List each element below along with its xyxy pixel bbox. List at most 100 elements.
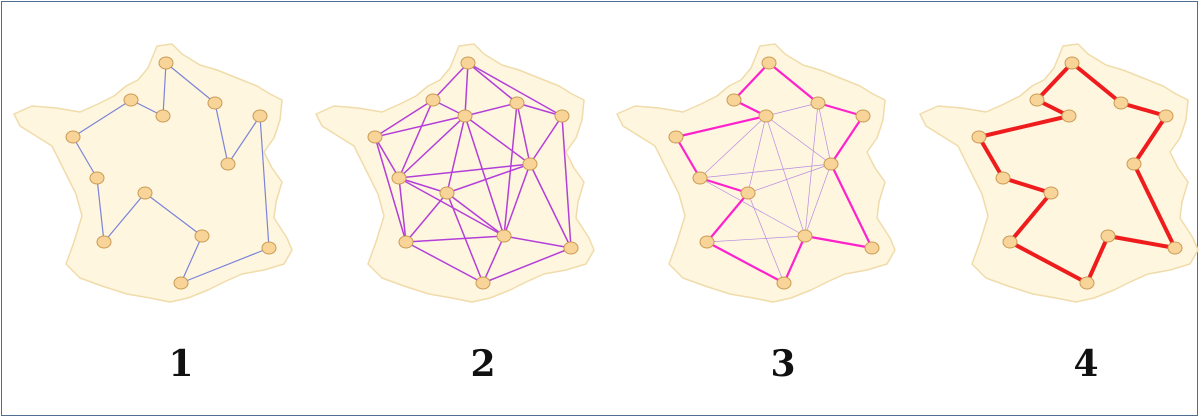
city-node-icon xyxy=(65,130,81,144)
edge-C-K xyxy=(765,115,806,237)
city-node-icon xyxy=(668,130,684,144)
city-node-icon xyxy=(810,96,826,110)
city-node-icon xyxy=(439,186,455,200)
edge-F-C xyxy=(977,114,1071,139)
edge-D-A xyxy=(165,62,216,104)
edge-M-L xyxy=(180,247,270,284)
edge-L-K xyxy=(1106,234,1177,250)
city-node-icon xyxy=(761,56,777,70)
edge-G-L xyxy=(829,162,874,250)
panel-4 xyxy=(919,43,1199,303)
city-node-icon xyxy=(1043,186,1059,200)
edge-H-I xyxy=(398,177,448,194)
panel-label-1: 1 xyxy=(168,343,194,385)
city-node-icon xyxy=(995,171,1011,185)
city-node-icon xyxy=(173,276,189,290)
city-node-icon xyxy=(475,276,491,290)
edge-E-G xyxy=(829,114,865,166)
city-node-icon xyxy=(758,109,774,123)
edge-H-F xyxy=(977,135,1005,180)
city-node-icon xyxy=(261,241,277,255)
france-map-shape xyxy=(616,43,896,303)
city-node-icon xyxy=(740,186,756,200)
edge-A-D xyxy=(767,61,820,105)
edge-K-M xyxy=(180,235,203,284)
city-node-icon xyxy=(1126,157,1142,171)
edge-J-I xyxy=(705,191,750,244)
edge-J-K xyxy=(706,235,806,243)
edge-C-I xyxy=(446,115,466,194)
edge-J-M xyxy=(405,241,484,284)
edge-K-L xyxy=(503,235,572,249)
edge-C-I xyxy=(747,115,767,194)
city-node-icon xyxy=(864,241,880,255)
edge-H-K xyxy=(699,177,806,237)
edge-F-H xyxy=(374,136,400,179)
edge-I-G xyxy=(747,163,832,194)
edge-M-J xyxy=(1008,240,1089,285)
city-node-icon xyxy=(207,96,223,110)
edge-F-C xyxy=(674,114,768,139)
city-node-icon xyxy=(1079,276,1095,290)
city-node-icon xyxy=(398,235,414,249)
edge-I-G xyxy=(446,163,531,194)
edge-D-G xyxy=(516,102,531,165)
edge-E-G xyxy=(529,115,563,165)
city-node-icon xyxy=(457,109,473,123)
edge-K-M xyxy=(482,235,505,284)
city-node-icon xyxy=(460,56,476,70)
city-node-icon xyxy=(220,157,236,171)
city-node-icon xyxy=(158,56,174,70)
city-node-icon xyxy=(1113,96,1129,110)
city-node-icon xyxy=(1064,56,1080,70)
edge-A-B xyxy=(732,61,771,102)
edge-G-K xyxy=(503,163,531,237)
city-node-icon xyxy=(123,93,139,107)
edge-C-D xyxy=(464,102,518,117)
edge-L-E xyxy=(259,115,270,249)
edge-G-K xyxy=(804,163,832,237)
france-map-shape xyxy=(315,43,595,303)
edge-B-A xyxy=(1035,61,1074,102)
city-node-icon xyxy=(563,241,579,255)
panel-label-2: 2 xyxy=(470,343,496,385)
edge-A-D xyxy=(467,62,518,104)
city-node-icon xyxy=(522,157,538,171)
city-node-icon xyxy=(1158,109,1174,123)
panel-3 xyxy=(616,43,896,303)
edge-I-H xyxy=(1001,176,1053,195)
edge-C-G xyxy=(765,115,832,165)
edge-B-F xyxy=(374,99,434,138)
city-node-icon xyxy=(367,130,383,144)
city-node-icon xyxy=(137,186,153,200)
edge-K-M xyxy=(782,234,807,285)
edge-A-B xyxy=(432,62,469,101)
city-node-icon xyxy=(726,93,742,107)
edge-C-D xyxy=(765,102,819,117)
edge-H-J xyxy=(96,177,105,243)
edge-F-J xyxy=(374,136,407,243)
edge-H-F xyxy=(674,135,702,180)
city-node-icon xyxy=(1002,235,1018,249)
edge-D-E xyxy=(816,101,865,118)
edge-E-G xyxy=(1132,114,1168,166)
city-node-icon xyxy=(509,96,525,110)
panel-label-4: 4 xyxy=(1073,343,1099,385)
edge-M-J xyxy=(705,240,786,285)
edge-H-J xyxy=(398,177,407,243)
city-node-icon xyxy=(971,130,987,144)
edge-L-K xyxy=(803,234,874,250)
edge-I-M xyxy=(747,192,785,284)
edge-I-K xyxy=(446,192,505,237)
edge-B-H xyxy=(398,99,434,179)
edge-A-C xyxy=(162,62,167,117)
city-node-icon xyxy=(692,171,708,185)
edge-A-D xyxy=(1070,61,1123,105)
edge-H-G xyxy=(699,163,832,179)
edge-F-H xyxy=(72,136,98,179)
city-node-icon xyxy=(155,109,171,123)
city-node-icon xyxy=(1100,229,1116,243)
edge-G-L xyxy=(1132,162,1177,250)
